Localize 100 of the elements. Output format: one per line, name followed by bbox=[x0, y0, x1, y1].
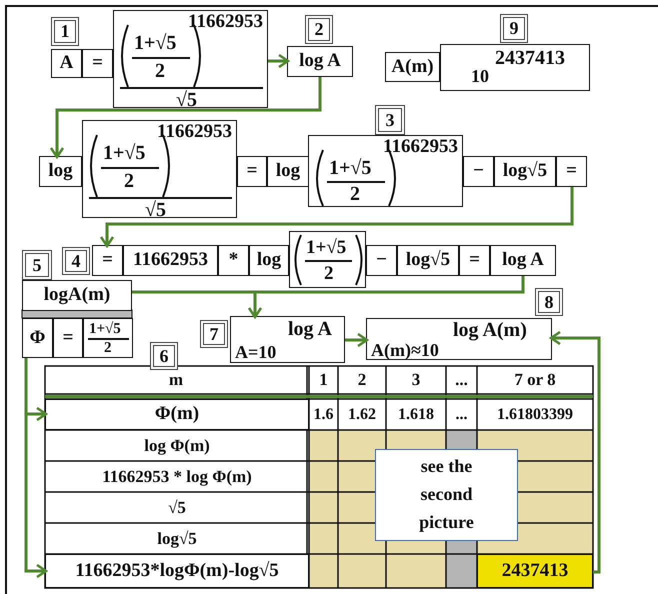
exponent: log A(m) bbox=[453, 320, 527, 340]
formula-cell bbox=[113, 10, 268, 108]
callout-number: 9 bbox=[500, 14, 528, 43]
formula-text: − bbox=[376, 250, 387, 271]
formula-text: 1+√5 bbox=[306, 238, 346, 257]
formula-cell bbox=[249, 245, 289, 276]
formula-cell bbox=[230, 316, 345, 363]
formula-cell bbox=[22, 280, 132, 311]
callout-number: 5 bbox=[22, 250, 52, 280]
callout-number: 3 bbox=[375, 105, 405, 135]
formula-text: 2437413 bbox=[502, 560, 568, 582]
formula-cell bbox=[22, 318, 53, 358]
formula-cell bbox=[83, 318, 133, 358]
formula-cell bbox=[218, 245, 249, 276]
formula-cell bbox=[287, 46, 353, 77]
formula-text: 2 bbox=[350, 184, 360, 204]
formula-text: log√5 bbox=[502, 161, 548, 182]
column-header: 2 bbox=[358, 370, 366, 390]
formula-text: = bbox=[102, 250, 113, 271]
formula-text: Φ(m) bbox=[154, 404, 200, 425]
formula-text: 2 bbox=[324, 264, 334, 283]
column-header: m bbox=[168, 370, 184, 390]
formula-text: = bbox=[62, 328, 74, 348]
formula-cell bbox=[51, 49, 82, 78]
callout-number: 7 bbox=[200, 320, 228, 348]
formula-text: 2 bbox=[155, 61, 165, 81]
arrow bbox=[345, 332, 368, 348]
column-header: 3 bbox=[412, 370, 420, 390]
formula-text: − bbox=[473, 161, 484, 182]
column-header: 7 or 8 bbox=[514, 370, 556, 390]
row-header: √5 bbox=[168, 498, 186, 518]
formula-cell bbox=[308, 135, 463, 207]
table-value: 1.61803399 bbox=[497, 406, 573, 424]
row-header: 11662953 * log Φ(m) bbox=[102, 466, 252, 486]
exponent: 11662953 bbox=[383, 137, 458, 156]
table-value: 1.618 bbox=[398, 406, 434, 424]
arrow bbox=[24, 358, 48, 578]
formula-text: 11662953 bbox=[133, 250, 208, 271]
callout-number: 6 bbox=[150, 342, 178, 370]
formula-text: A=10 bbox=[235, 343, 276, 361]
formula-text: 11662953*logΦ(m)-log√5 bbox=[75, 560, 279, 582]
callout-number: 1 bbox=[51, 17, 79, 46]
formula-text: 10 bbox=[471, 67, 489, 85]
formula-text: log√5 bbox=[406, 250, 450, 271]
formula-text: 1+√5 bbox=[134, 33, 176, 53]
formula-cell bbox=[459, 245, 490, 276]
formula-cell bbox=[494, 156, 556, 187]
formula-text: A(m) bbox=[391, 56, 434, 78]
formula-text: Φ bbox=[30, 328, 46, 348]
formula-text: A bbox=[60, 53, 74, 74]
formula-text: log A bbox=[502, 250, 544, 271]
formula-cell bbox=[556, 156, 587, 187]
formula-text: 1+√5 bbox=[89, 322, 121, 337]
formula-text: * bbox=[228, 250, 238, 271]
row-header: log√5 bbox=[157, 528, 197, 548]
table-value: ... bbox=[456, 406, 468, 424]
formula-cell bbox=[289, 231, 366, 288]
result-value bbox=[477, 554, 593, 588]
formula-cell bbox=[237, 156, 267, 187]
formula-cell bbox=[123, 245, 218, 276]
formula-text: = bbox=[246, 161, 258, 182]
formula-text: = bbox=[92, 53, 103, 74]
formula-text: log A bbox=[299, 51, 341, 72]
formula-cell bbox=[53, 318, 83, 358]
table-value: 1.6 bbox=[314, 406, 334, 424]
arrow bbox=[550, 330, 600, 574]
formula-cell bbox=[267, 156, 309, 187]
formula-text: √5 bbox=[145, 200, 166, 220]
exponent: 11662953 bbox=[157, 122, 232, 141]
note-text: see the second picture bbox=[418, 455, 475, 534]
formula-cell bbox=[366, 318, 552, 360]
column-header: 1 bbox=[319, 370, 328, 390]
formula-text: = bbox=[566, 161, 577, 182]
formula-cell bbox=[82, 49, 113, 78]
formula-cell bbox=[463, 156, 494, 187]
column-header: ... bbox=[455, 370, 468, 390]
formula-text: log bbox=[276, 161, 300, 182]
formula-cell bbox=[366, 245, 397, 276]
formula-text: log bbox=[256, 250, 282, 271]
note-box bbox=[375, 449, 518, 541]
arrow bbox=[100, 187, 574, 248]
callout-number: 2 bbox=[305, 15, 333, 44]
formula-text: 1+√5 bbox=[329, 158, 372, 178]
exponent: log A bbox=[288, 319, 332, 339]
exponent: 2437413 bbox=[495, 48, 565, 68]
callout-number: 4 bbox=[62, 247, 90, 275]
exponent: 11662953 bbox=[188, 12, 263, 31]
formula-text: 2 bbox=[124, 171, 134, 191]
formula-text: 1+√5 bbox=[103, 143, 146, 163]
formula-cell bbox=[82, 120, 237, 218]
formula-cell bbox=[440, 44, 590, 91]
formula-cell bbox=[39, 156, 82, 187]
formula-cell bbox=[385, 52, 440, 82]
row-header bbox=[45, 399, 309, 430]
formula-text: √5 bbox=[176, 90, 197, 110]
arrow bbox=[268, 54, 290, 68]
table-value: 1.62 bbox=[348, 406, 376, 424]
formula-cell bbox=[397, 245, 459, 276]
connector-line bbox=[132, 276, 524, 294]
formula-text: logA(m) bbox=[44, 285, 110, 306]
